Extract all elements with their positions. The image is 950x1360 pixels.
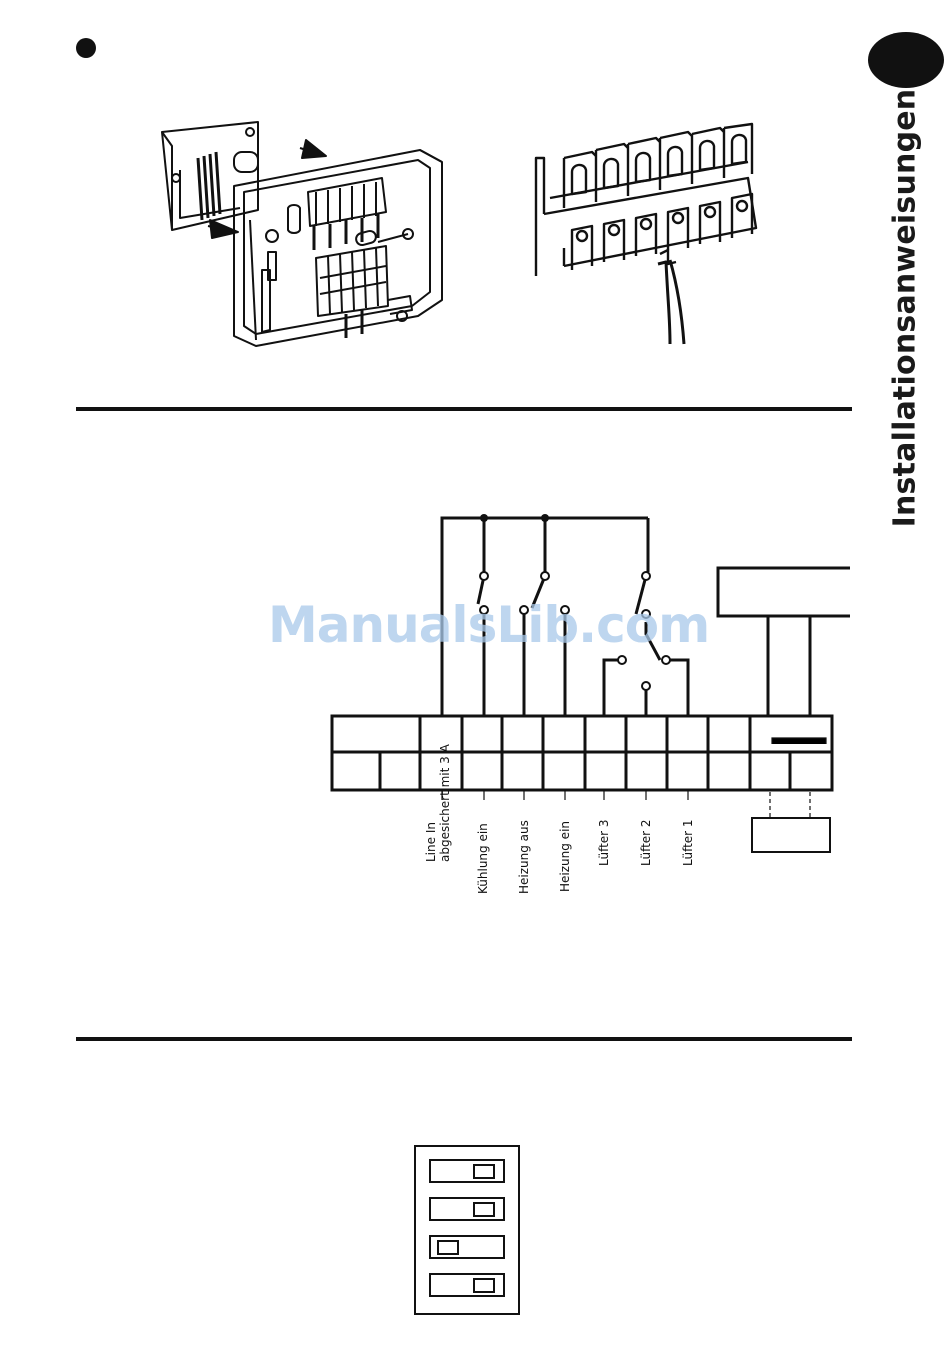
label-line-in-line1: Line In bbox=[424, 744, 438, 862]
label-luefter-3: Lüfter 3 bbox=[597, 819, 611, 866]
dip-switch-block bbox=[414, 1144, 524, 1316]
watermark: ManualsLib.com bbox=[268, 596, 709, 654]
label-luefter-1: Lüfter 1 bbox=[681, 819, 695, 866]
label-kuehlung-ein: Kühlung ein bbox=[476, 823, 490, 894]
dip-switch-1-knob[interactable] bbox=[474, 1165, 494, 1178]
label-heizung-ein: Heizung ein bbox=[558, 821, 572, 892]
section-divider-1 bbox=[76, 407, 852, 411]
dip-switch-3-knob[interactable] bbox=[438, 1241, 458, 1254]
section-divider-2 bbox=[76, 1037, 852, 1041]
section-bullet bbox=[76, 38, 96, 58]
dip-switch-4-knob[interactable] bbox=[474, 1279, 494, 1292]
dip-switch-2-knob[interactable] bbox=[474, 1203, 494, 1216]
label-line-in-line2: abgesichert mit 3 A bbox=[438, 744, 452, 862]
label-heizung-aus: Heizung aus bbox=[517, 820, 531, 894]
label-line-in: Line In abgesichert mit 3 A bbox=[424, 744, 452, 862]
side-title: Installationsanweisungen bbox=[888, 89, 923, 528]
label-luefter-2: Lüfter 2 bbox=[639, 819, 653, 866]
wiring-diagram bbox=[0, 500, 950, 860]
language-tab-marker bbox=[868, 32, 944, 88]
terminal-block-detail bbox=[520, 118, 780, 378]
